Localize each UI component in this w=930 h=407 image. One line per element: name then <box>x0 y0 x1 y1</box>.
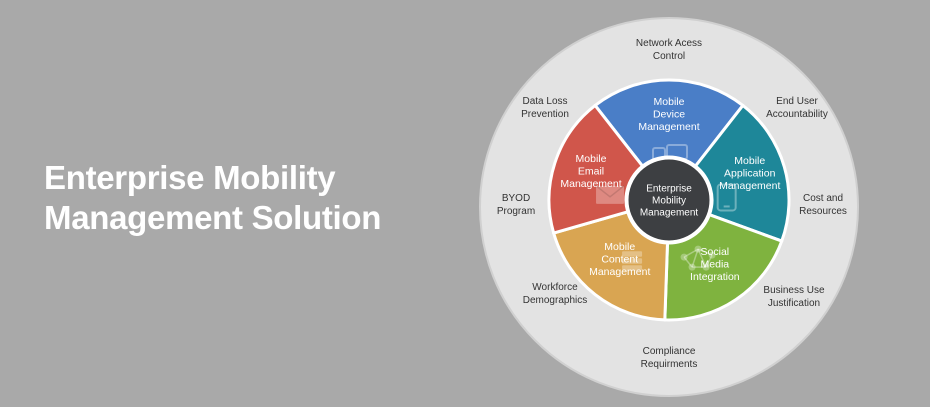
outer-label-end-user-accountability-line: End User <box>776 96 818 107</box>
outer-label-byod-program-line: BYOD <box>502 193 530 204</box>
segment-social-media-integration-label-line: Media <box>701 259 730 271</box>
outer-label-end-user-accountability-line: Accountability <box>766 109 828 120</box>
outer-label-data-loss-prevention-line: Prevention <box>521 109 569 120</box>
outer-label-compliance-requirments-line: Compliance <box>643 346 696 357</box>
outer-label-cost-and-resources-line: Cost and <box>803 193 843 204</box>
headline-line-1: Enterprise Mobility <box>44 159 336 196</box>
center-label-text-line: Mobility <box>652 196 686 207</box>
center-label-text-line: Management <box>640 208 699 219</box>
outer-label-workforce-demographics-line: Demographics <box>523 295 587 306</box>
outer-label-cost-and-resources-line: Resources <box>799 206 847 217</box>
outer-label-business-use-justification-line: Business Use <box>763 285 825 296</box>
database-icon <box>622 251 643 271</box>
segment-social-media-integration-label-line: Integration <box>690 271 740 283</box>
segment-mobile-device-management-label-line: Management <box>638 121 699 133</box>
headline: Enterprise Mobility Management Solution <box>44 158 464 238</box>
segment-mobile-email-management-label-line: Mobile <box>576 153 607 165</box>
outer-label-network-access-control-line: Network Acess <box>636 38 702 49</box>
segment-mobile-content-management-label-line: Management <box>589 266 650 278</box>
outer-label-business-use-justification-line: Justification <box>768 298 820 309</box>
segment-social-media-integration-label-line: Social <box>701 246 730 258</box>
center-hub <box>625 156 713 244</box>
segment-mobile-content-management-label-line: Mobile <box>604 241 635 253</box>
headline-line-2: Management Solution <box>44 199 382 236</box>
segment-mobile-content-management-label-line: Content <box>601 254 638 266</box>
center-label-text-line: Enterprise <box>646 184 692 195</box>
tablet-icon <box>716 183 737 212</box>
segment-mobile-device-management-label-line: Device <box>653 109 685 121</box>
outer-label-workforce-demographics-line: Workforce <box>532 282 578 293</box>
segment-mobile-device-management-label-line: Mobile <box>654 96 685 108</box>
outer-label-compliance-requirments-line: Requirments <box>641 359 698 370</box>
segment-mobile-email-management-label-line: Email <box>578 165 604 177</box>
outer-label-byod-program-line: Program <box>497 206 535 217</box>
network-icon <box>680 245 716 271</box>
segment-mobile-application-management-label-line: Management <box>719 180 780 192</box>
segment-mobile-email-management-label-line: Management <box>560 178 621 190</box>
outer-label-byod-program: BYOD Program <box>497 193 535 217</box>
segment-mobile-application-management-label-line: Mobile <box>734 155 765 167</box>
envelope-icon <box>595 185 625 204</box>
outer-label-network-access-control-line: Control <box>653 51 685 62</box>
segment-mobile-application-management-label-line: Application <box>724 168 776 180</box>
outer-label-data-loss-prevention-line: Data Loss <box>522 96 567 107</box>
